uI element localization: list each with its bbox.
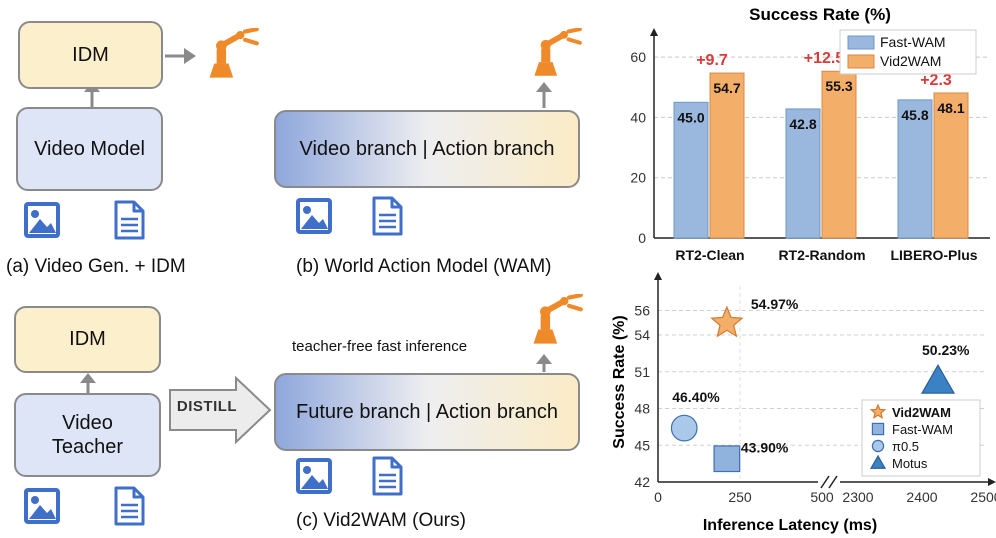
document-icon [108,200,148,240]
image-icon [22,486,62,526]
legend-label: Motus [892,456,928,471]
point-triangle [920,363,956,394]
image-icon [22,200,62,240]
bar-value-label: 45.8 [901,107,928,123]
wam-branch-label: Video branch | Action branch [299,137,555,160]
video-model-box: Video Model [16,107,163,191]
bar-chart: Success Rate (%) 0 20 40 60 45.0 54.7RT2-Cle… [630,5,990,263]
legend-marker [871,422,885,436]
teacher-label-line2: Teacher [51,436,124,458]
robot-arm-icon [200,28,264,80]
gain-annotation: +2.3 [920,72,952,89]
point-circle [670,414,698,442]
y-tick-label: 0 [638,230,646,246]
x-tick-label: 2300 [842,489,873,505]
x-tick-label: RT2-Random [778,247,865,263]
image-icon [294,456,334,496]
x-tick-label: 2400 [906,489,937,505]
y-tick-label: 20 [630,170,646,186]
gain-annotation: +9.7 [696,52,728,69]
robot-arm-icon [526,294,586,346]
bar-vid2wam [709,72,745,239]
wam-box: Video branch | Action branch [274,110,580,188]
legend-label: Vid2WAM [892,405,951,420]
chart-title: Success Rate (%) [749,5,891,24]
idm-label-c: IDM [69,328,106,350]
idm-label: IDM [72,43,109,66]
bar-vid2wam [821,70,857,239]
y-tick-label: 45 [634,437,650,453]
y-axis-label: Success Rate (%) [611,315,628,448]
bar-value-label: 55.3 [825,78,852,94]
document-icon [366,456,406,496]
y-tick-label: 51 [634,364,650,380]
point-value-label: 43.90% [741,440,789,456]
point-value-label: 50.23% [922,342,970,358]
y-tick-label: 54 [634,327,650,343]
y-tick-label: 56 [634,303,650,319]
video-teacher-box: Video Teacher [14,393,161,477]
legend-marker [869,403,887,419]
teacher-label-line1: Video [62,412,113,434]
axis-break-mark [820,475,830,489]
point-value-label: 46.40% [672,389,720,405]
y-axis-arrow [654,272,662,280]
document-icon [366,196,406,236]
vid2wam-box: Future branch | Action branch [274,373,580,451]
y-axis-arrow [650,28,658,36]
caption-a: (a) Video Gen. + IDM [6,256,186,277]
idm-box-c: IDM [14,306,161,373]
point-square [713,445,741,473]
x-tick-label: RT2-Clean [675,247,744,263]
gain-annotation: +12.5 [804,50,845,67]
bar-vid2wam [933,92,969,239]
scatter-chart: 42 45 48 51 54 56 0 250 500 2300 2400 2500 54.97% 4… [611,272,996,534]
bar-value-label: 42.8 [789,116,816,132]
point-star [710,305,744,338]
x-tick-label: 0 [654,489,662,505]
bar-value-label: 45.0 [677,109,704,125]
y-tick-label: 42 [634,474,650,490]
x-axis-label: Inference Latency (ms) [703,517,877,534]
legend-swatch [847,54,875,69]
legend-label: Fast-WAM [880,34,946,50]
teacher-free-note: teacher-free fast inference [292,338,468,355]
bar-value-label: 48.1 [937,100,964,116]
bar-value-label: 54.7 [713,80,740,96]
point-value-label: 54.97% [751,296,799,312]
legend-swatch [847,35,875,50]
caption-c: (c) Vid2WAM (Ours) [296,510,466,531]
legend-label: Vid2WAM [880,53,941,69]
legend-marker [869,454,887,469]
vid2wam-branch-label: Future branch | Action branch [295,400,558,423]
x-axis-arrow [988,478,996,486]
idm-box: IDM [18,21,163,89]
axis-break-mark [828,475,838,489]
y-tick-label: 40 [630,109,646,125]
legend-label: Fast-WAM [892,422,953,437]
x-tick-label: 500 [810,489,834,505]
x-tick-label: 2500 [970,489,996,505]
legend-marker [871,439,885,453]
x-tick-label: LIBERO-Plus [890,247,977,263]
image-icon [294,196,334,236]
legend-label: π0.5 [892,439,919,454]
bar-fast-wam [897,99,933,239]
y-tick-label: 60 [630,49,646,65]
bar-fast-wam [673,101,709,239]
video-model-label: Video Model [34,137,145,160]
bar-fast-wam [785,108,821,239]
document-icon [108,486,148,526]
x-tick-label: 250 [728,489,752,505]
caption-b: (b) World Action Model (WAM) [296,256,552,277]
robot-arm-icon [526,28,586,78]
distill-label: DISTILL [176,398,238,415]
y-tick-label: 48 [634,401,650,417]
